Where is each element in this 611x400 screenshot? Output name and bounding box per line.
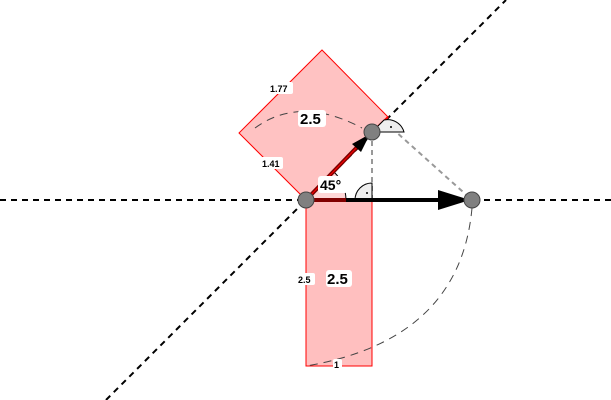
- square-dashed-arc: [254, 111, 363, 129]
- rectangle-width-label: 1: [334, 360, 339, 370]
- square-side-left-label: 1.41: [262, 159, 280, 169]
- vector-ac-highlight: [305, 139, 365, 201]
- point-a[interactable]: [297, 191, 315, 209]
- rectangle-height-label: 2.5: [298, 275, 311, 285]
- right-angle-marker-bottom: [354, 182, 373, 201]
- vector-ac-arrowhead: [352, 134, 370, 152]
- point-c[interactable]: [363, 123, 381, 141]
- projection-hypotenuse: [384, 121, 473, 201]
- square-side-top-label: 1.77: [270, 84, 288, 94]
- rectangle-area-label: 2.5: [327, 271, 348, 288]
- square-area-label: 2.5: [300, 111, 321, 128]
- vector-ab-arrowhead: [438, 190, 470, 210]
- angle-label: 45°: [320, 177, 341, 193]
- right-angle-marker-top: [370, 119, 405, 133]
- right-angle-dot-top: [390, 126, 392, 128]
- right-angle-dot-bottom: [366, 192, 368, 194]
- point-b[interactable]: [463, 191, 481, 209]
- rectangle-dashed-arc: [305, 207, 473, 367]
